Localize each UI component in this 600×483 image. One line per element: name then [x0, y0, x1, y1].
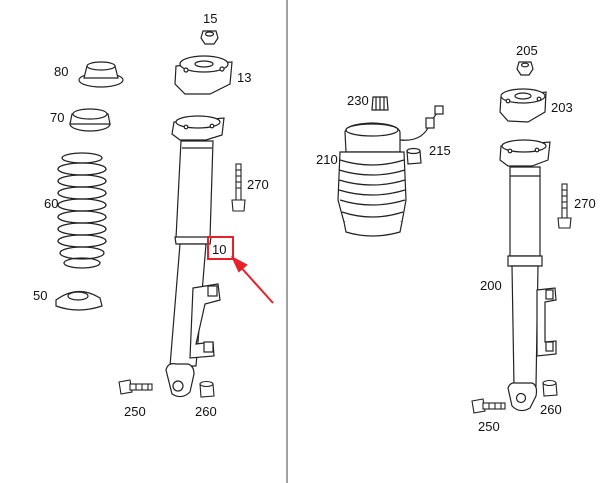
label-270-right: 270: [574, 196, 596, 211]
label-270-left: 270: [247, 177, 269, 192]
label-10: 10: [212, 242, 226, 257]
part-60-coil-spring: [57, 152, 107, 269]
part-13-upper-mount: [174, 55, 233, 95]
label-230: 230: [347, 93, 369, 108]
part-50-lower-spring-seat: [55, 290, 103, 311]
part-200-shock-absorber: [499, 139, 557, 412]
part-10-shock-absorber: [165, 115, 225, 398]
part-203-upper-mount: [499, 88, 547, 123]
part-210-air-spring: [337, 105, 444, 237]
label-60: 60: [44, 196, 58, 211]
label-15: 15: [203, 11, 217, 26]
label-250-left: 250: [124, 404, 146, 419]
label-205: 205: [516, 43, 538, 58]
part-80-top-mount-cap: [78, 61, 124, 88]
part-270-bolt-right: [557, 183, 572, 229]
part-15-nut: [200, 30, 219, 45]
part-250-bolt-left: [118, 379, 153, 395]
part-70-bump-stop: [69, 108, 111, 132]
label-70: 70: [50, 110, 64, 125]
part-250-bolt-right: [471, 398, 506, 414]
label-215: 215: [429, 143, 451, 158]
part-270-bolt-left: [231, 163, 246, 212]
part-215-nut: [406, 147, 422, 165]
part-260-nut-right: [542, 379, 558, 397]
label-203: 203: [551, 100, 573, 115]
label-200: 200: [480, 278, 502, 293]
highlight-box: [207, 236, 234, 260]
label-50: 50: [33, 288, 47, 303]
label-260-right: 260: [540, 402, 562, 417]
part-260-nut-left: [199, 380, 215, 398]
label-80: 80: [54, 64, 68, 79]
label-260-left: 260: [195, 404, 217, 419]
highlight-arrow: [230, 255, 274, 304]
part-230-valve: [371, 96, 389, 111]
label-250-right: 250: [478, 419, 500, 434]
label-210: 210: [316, 152, 338, 167]
label-13: 13: [237, 70, 251, 85]
part-205-nut: [516, 61, 534, 76]
